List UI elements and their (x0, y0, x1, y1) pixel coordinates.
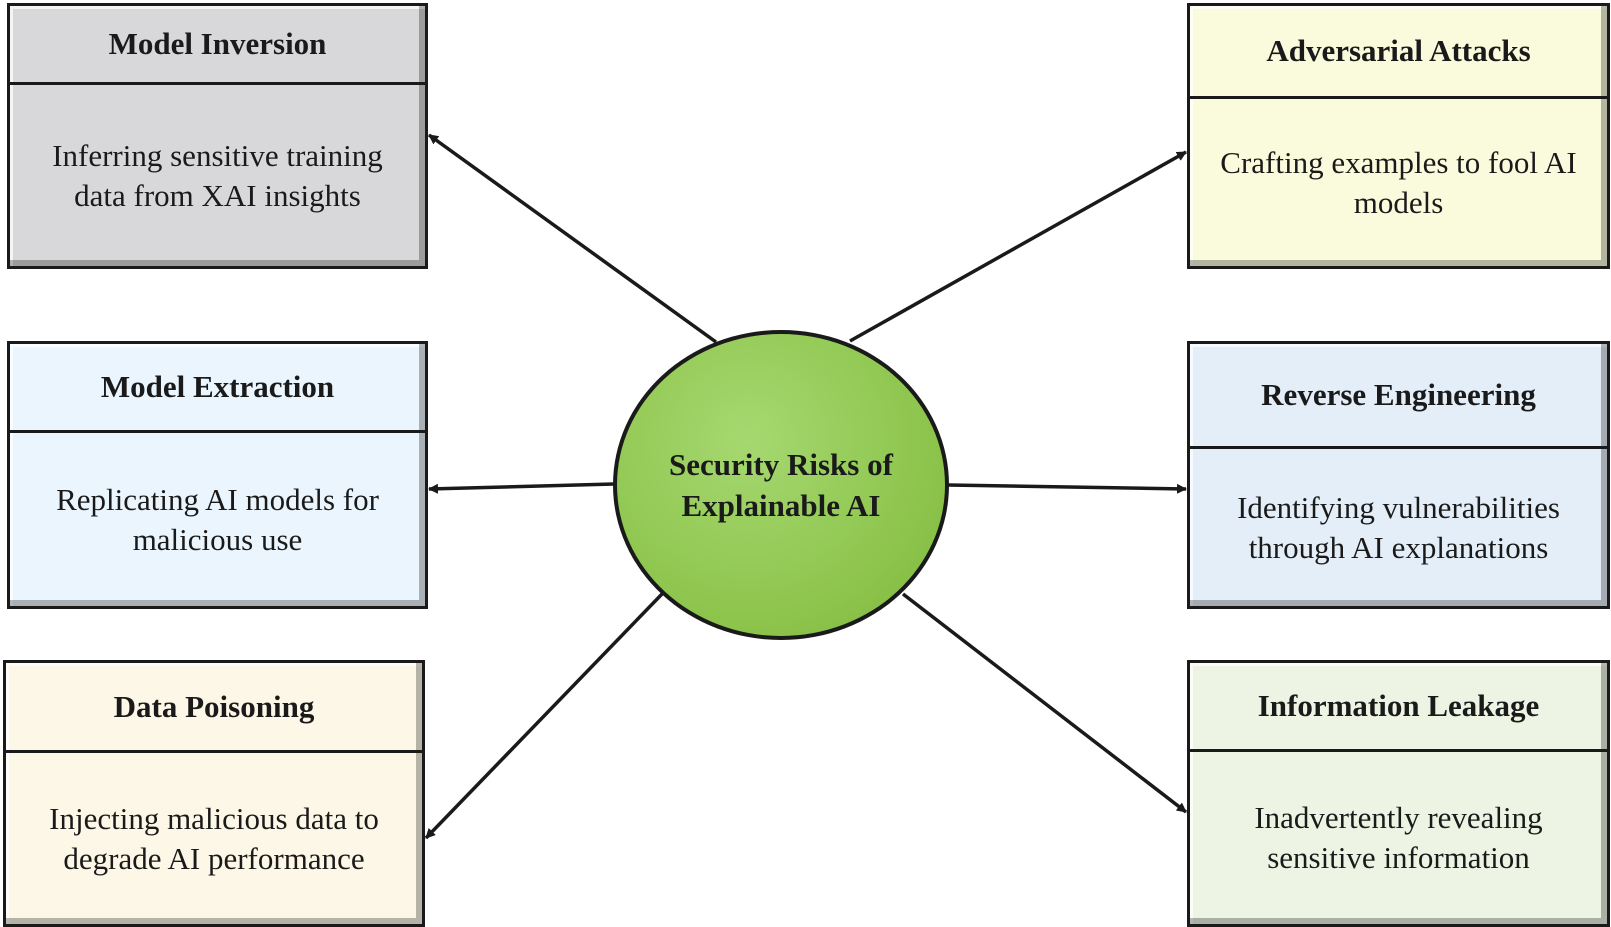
information-leakage-box: Information Leakage Inadvertently reveal… (1187, 660, 1610, 927)
adversarial-attacks-description: Crafting examples to fool AI models (1220, 144, 1577, 220)
arrow-to-model-extraction (428, 482, 615, 494)
arrow-to-adversarial-attacks (849, 150, 1187, 343)
arrow-to-reverse-engineering (947, 483, 1187, 494)
arrow-to-model-inversion (427, 133, 718, 344)
central-topic-title: Security Risks of Explainable AI (669, 447, 893, 523)
model-inversion-title: Model Inversion (10, 6, 425, 85)
central-topic-ellipse: Security Risks of Explainable AI (613, 330, 949, 640)
arrow-to-information-leakage (901, 592, 1188, 814)
information-leakage-description: Inadvertently revealing sensitive inform… (1254, 800, 1543, 875)
model-extraction-description: Replicating AI models for malicious use (56, 481, 379, 557)
model-extraction-title: Model Extraction (10, 344, 425, 433)
reverse-engineering-description: Identifying vulnerabilities through AI e… (1237, 489, 1560, 565)
adversarial-attacks-title: Adversarial Attacks (1190, 6, 1607, 99)
information-leakage-title: Information Leakage (1190, 663, 1607, 752)
data-poisoning-title: Data Poisoning (6, 663, 422, 753)
reverse-engineering-box: Reverse Engineering Identifying vulnerab… (1187, 341, 1610, 609)
model-extraction-box: Model Extraction Replicating AI models f… (7, 341, 428, 609)
model-inversion-box: Model Inversion Inferring sensitive trai… (7, 3, 428, 269)
arrow-to-data-poisoning (424, 592, 664, 840)
data-poisoning-description: Injecting malicious data to degrade AI p… (49, 800, 379, 876)
reverse-engineering-title: Reverse Engineering (1190, 344, 1607, 449)
adversarial-attacks-box: Adversarial Attacks Crafting examples to… (1187, 3, 1610, 269)
model-inversion-description: Inferring sensitive training data from X… (52, 137, 383, 213)
data-poisoning-box: Data Poisoning Injecting malicious data … (3, 660, 425, 927)
